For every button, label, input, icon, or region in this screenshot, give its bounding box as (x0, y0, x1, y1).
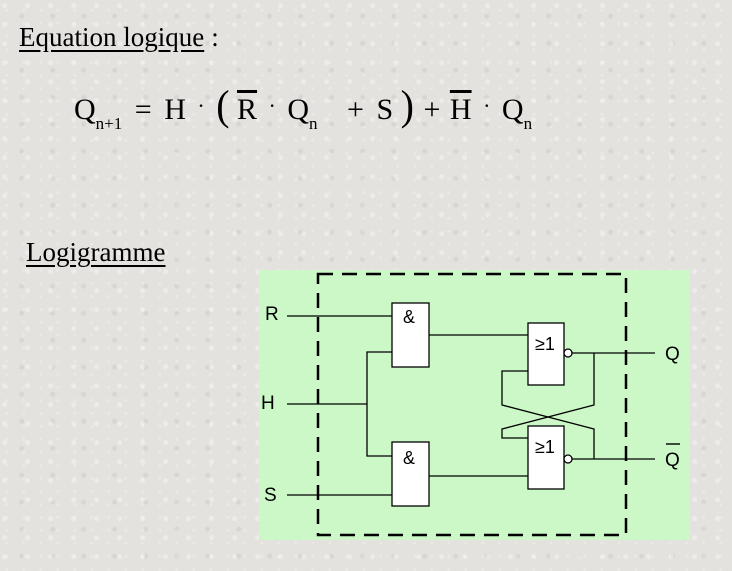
eq-dot: · (483, 93, 491, 118)
eq-h-bar: H (449, 93, 472, 126)
wire-h-split (366, 351, 392, 457)
logic-equation: Qn+1 = H · ( R · Qn + S ) + H · Qn (74, 81, 532, 134)
nor-gate-top-label: ≥1 (535, 334, 555, 354)
eq-q-subscript: n (309, 114, 318, 133)
eq-open-paren: ( (216, 81, 230, 130)
equation-heading: Equation logique: (19, 22, 219, 53)
eq-r-bar: R (237, 93, 258, 126)
output-label-q-bar: Q (665, 450, 680, 471)
eq-q-symbol: Q (501, 93, 524, 126)
eq-lhs-subscript: n+1 (95, 114, 123, 133)
eq-s: S (376, 93, 394, 126)
input-label-s: S (264, 485, 277, 506)
eq-qn: Qn (502, 93, 532, 134)
eq-q-subscript: n (523, 114, 533, 133)
wires (287, 315, 655, 496)
eq-close-paren: ) (400, 81, 414, 130)
eq-equals: = (134, 93, 152, 126)
output-label-q: Q (665, 344, 680, 365)
logic-diagram-svg: & & ≥1 ≥1 R H S Q Q (261, 272, 680, 537)
wire-q-feedback (501, 353, 595, 439)
eq-plus: + (347, 93, 364, 126)
latch-boundary (316, 272, 628, 537)
nor-top-inversion-bubble (563, 348, 573, 358)
nor-gate-bottom-label: ≥1 (535, 437, 555, 457)
eq-h: H (164, 93, 186, 126)
nor-gate-top (527, 322, 565, 386)
eq-dot: · (197, 93, 205, 118)
input-label-h: H (261, 393, 275, 414)
nor-bottom-inversion-bubble (563, 454, 573, 464)
and-gate-top-label: & (403, 307, 415, 327)
logigramme-heading: Logigramme (26, 237, 166, 267)
equation-heading-text: Equation logique (19, 22, 205, 52)
and-gate-bottom-label: & (403, 448, 415, 468)
eq-dot: · (268, 93, 276, 118)
logic-diagram: & & ≥1 ≥1 R H S Q Q (259, 270, 690, 540)
eq-qn: Qn (287, 93, 317, 134)
wire-qbar-feedback (501, 370, 595, 459)
nor-gate-bottom (527, 425, 565, 490)
and-gate-bottom (391, 441, 430, 507)
eq-lhs: Qn+1 (74, 93, 122, 134)
input-label-r: R (265, 304, 279, 325)
eq-lhs-symbol: Q (74, 93, 96, 126)
equation-heading-colon: : (211, 22, 219, 52)
eq-plus: + (423, 93, 441, 126)
eq-q-symbol: Q (287, 93, 310, 126)
